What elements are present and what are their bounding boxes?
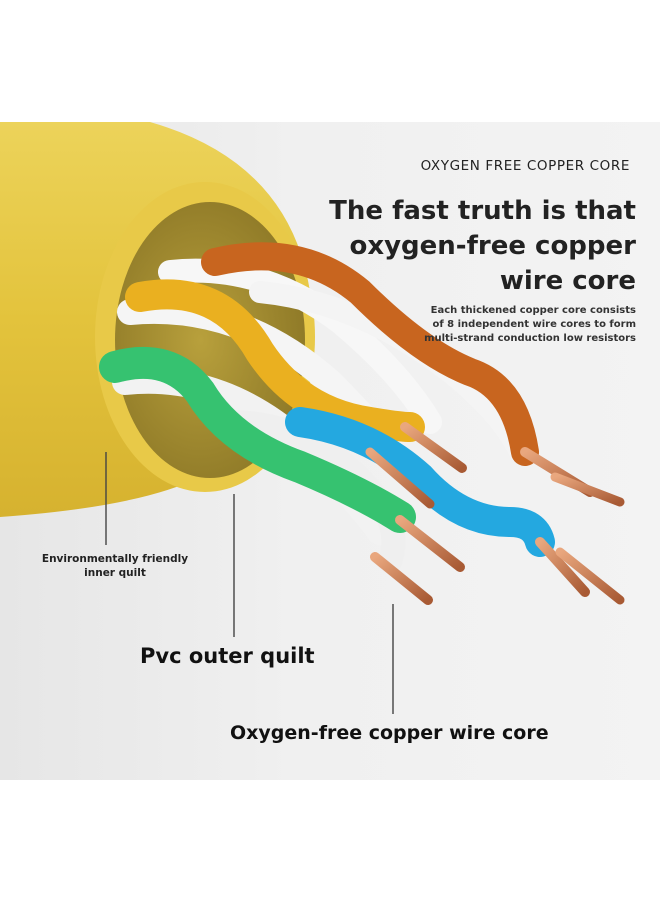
section-eyebrow: OXYGEN FREE COPPER CORE	[420, 158, 630, 174]
inner-quilt-label-line-2: inner quilt	[84, 567, 146, 579]
description: Each thickened copper core consists of 8…	[386, 304, 636, 346]
cable-illustration	[0, 122, 625, 714]
blue-pair	[285, 407, 555, 557]
inner-quilt-label: Environmentally friendly inner quilt	[30, 552, 200, 580]
product-image-panel: OXYGEN FREE COPPER CORE The fast truth i…	[0, 122, 660, 780]
amber-pair	[125, 279, 425, 442]
description-line-3: multi-strand conduction low resistors	[424, 333, 636, 344]
copper-cores	[365, 422, 625, 605]
description-line-2: of 8 independent wire cores to form	[432, 319, 636, 330]
callout-lines	[105, 452, 394, 714]
headline-line-1: The fast truth is that	[329, 196, 636, 226]
description-line-1: Each thickened copper core consists	[430, 305, 636, 316]
inner-quilt-label-line-1: Environmentally friendly	[41, 553, 189, 565]
headline: The fast truth is that oxygen-free coppe…	[306, 194, 636, 299]
pvc-outer-quilt-label: Pvc outer quilt	[140, 644, 315, 668]
headline-line-3: wire core	[499, 266, 636, 296]
headline-line-2: oxygen-free copper	[349, 231, 636, 261]
green-pair	[99, 346, 416, 533]
orange-pair	[201, 242, 539, 466]
copper-core-label: Oxygen-free copper wire core	[230, 722, 549, 744]
